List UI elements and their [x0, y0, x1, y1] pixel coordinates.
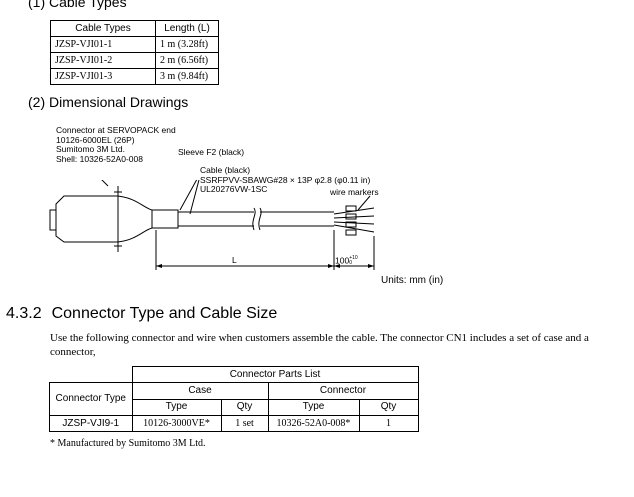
cable-types-table: Cable Types Length (L) JZSP-VJI01-1 1 m … [50, 20, 219, 85]
intro-paragraph: Use the following connector and wire whe… [50, 332, 589, 358]
wire-marker [345, 229, 357, 236]
table-empty-corner [49, 366, 133, 383]
length-cell: 3 m (9.84ft) [155, 68, 219, 85]
table-caption: Connector Parts List [131, 366, 419, 383]
wire-marker [345, 205, 357, 212]
dim-arrow [368, 264, 374, 268]
cable-label-line: SSRFPVV-SBAWG#28 × 13P φ2.8 (φ0.11 in) [200, 174, 371, 185]
wire-marker [345, 213, 357, 220]
length-dim-label: L [232, 255, 237, 265]
cable-leader-line [189, 180, 200, 215]
section-number: 4.3.2 [6, 305, 42, 322]
wire-ends [333, 207, 375, 233]
table-row: JZSP-VJI9-1 10126-3000VE* 1 set 10326-52… [49, 415, 419, 432]
cable-label: Cable (black) SSRFPVV-SBAWG#28 × 13P φ2.… [200, 165, 371, 195]
header-case-qty: Qty [220, 398, 269, 416]
connector-part-type-cell: 10326-52A0-008* [267, 415, 360, 432]
cable-break-marks [252, 207, 262, 231]
section-title: Connector Type and Cable Size [51, 305, 278, 322]
header-connector-part-type: Type [267, 398, 360, 416]
cable-type-cell: JZSP-VJI01-3 [50, 68, 156, 85]
connector-label-line: Connector at SERVOPACK end [56, 125, 176, 135]
wire-markers-label: wire markers [330, 187, 379, 197]
cable-type-cell: JZSP-VJI01-2 [50, 52, 156, 69]
table-header-row: Connector Type Case Connector [49, 382, 419, 416]
cable-label-line: UL20276VW-1SC [200, 184, 268, 194]
header-length: Length (L) [155, 20, 219, 37]
header-connector: Connector [267, 382, 419, 400]
cable-label-line: Cable (black) [200, 165, 251, 175]
connector-label: Connector at SERVOPACK end 10126-6000EL … [56, 125, 176, 164]
connector-body [55, 195, 119, 243]
connector-plug [49, 209, 56, 231]
strip-tol-plus: +10 [349, 255, 358, 261]
length-cell: 2 m (6.56ft) [155, 52, 219, 69]
dim-arrow [328, 264, 334, 268]
sleeve-shape [151, 209, 179, 229]
table-row: JZSP-VJI01-2 2 m (6.56ft) [50, 52, 219, 69]
section-heading-4-3-2: 4.3.2 Connector Type and Cable Size [6, 305, 277, 323]
table-row: JZSP-VJI01-1 1 m (3.28ft) [50, 36, 219, 53]
header-case-type: Type [131, 398, 222, 416]
sleeve-label: Sleeve F2 (black) [178, 147, 245, 157]
sleeve-leader-line [179, 180, 198, 211]
dim-arrow [156, 264, 162, 268]
header-connector-qty: Qty [358, 398, 419, 416]
connector-label-line: Sumitomo 3M Ltd. [56, 144, 125, 154]
wire-markers-leader-line [357, 195, 371, 211]
connector-boot [117, 195, 153, 243]
section-dimensional-drawings-title: (2) Dimensional Drawings [28, 94, 189, 110]
connector-label-line: Shell: 10326-52A0-008 [56, 153, 143, 164]
section-cable-types-title: (1) Cable Types [28, 0, 127, 10]
connector-type-cell: JZSP-VJI9-1 [49, 415, 133, 432]
footnote: * Manufactured by Sumitomo 3M Ltd. [50, 438, 206, 449]
connector-label-line: 10126-6000EL (26P) [56, 134, 135, 145]
table-row: JZSP-VJI01-3 3 m (9.84ft) [50, 68, 219, 85]
wire-marker [345, 221, 357, 228]
header-case: Case [131, 382, 269, 400]
units-note: Units: mm (in) [381, 275, 444, 286]
header-cable-types: Cable Types [50, 20, 156, 37]
table-header-row: Cable Types Length (L) [50, 20, 219, 37]
connector-qty-cell: 1 [358, 415, 419, 432]
case-type-cell: 10126-3000VE* [131, 415, 222, 432]
case-qty-cell: 1 set [220, 415, 269, 432]
length-cell: 1 m (3.28ft) [155, 36, 219, 53]
connector-parts-table: Connector Parts List Connector Type Case… [49, 366, 419, 432]
cable-type-cell: JZSP-VJI01-1 [50, 36, 156, 53]
strip-dim-value: 100 [335, 255, 350, 266]
strip-tol-minus: 0 [349, 260, 352, 266]
connector-leader-line [101, 180, 109, 187]
table-caption-row: Connector Parts List [49, 366, 419, 383]
header-connector-type: Connector Type [49, 382, 133, 416]
cable-drawing [49, 180, 375, 270]
dim-arrow [334, 264, 340, 268]
connector-screw-marks [114, 191, 122, 247]
table-subheader-row: Type Qty Type Qty [50, 398, 419, 416]
